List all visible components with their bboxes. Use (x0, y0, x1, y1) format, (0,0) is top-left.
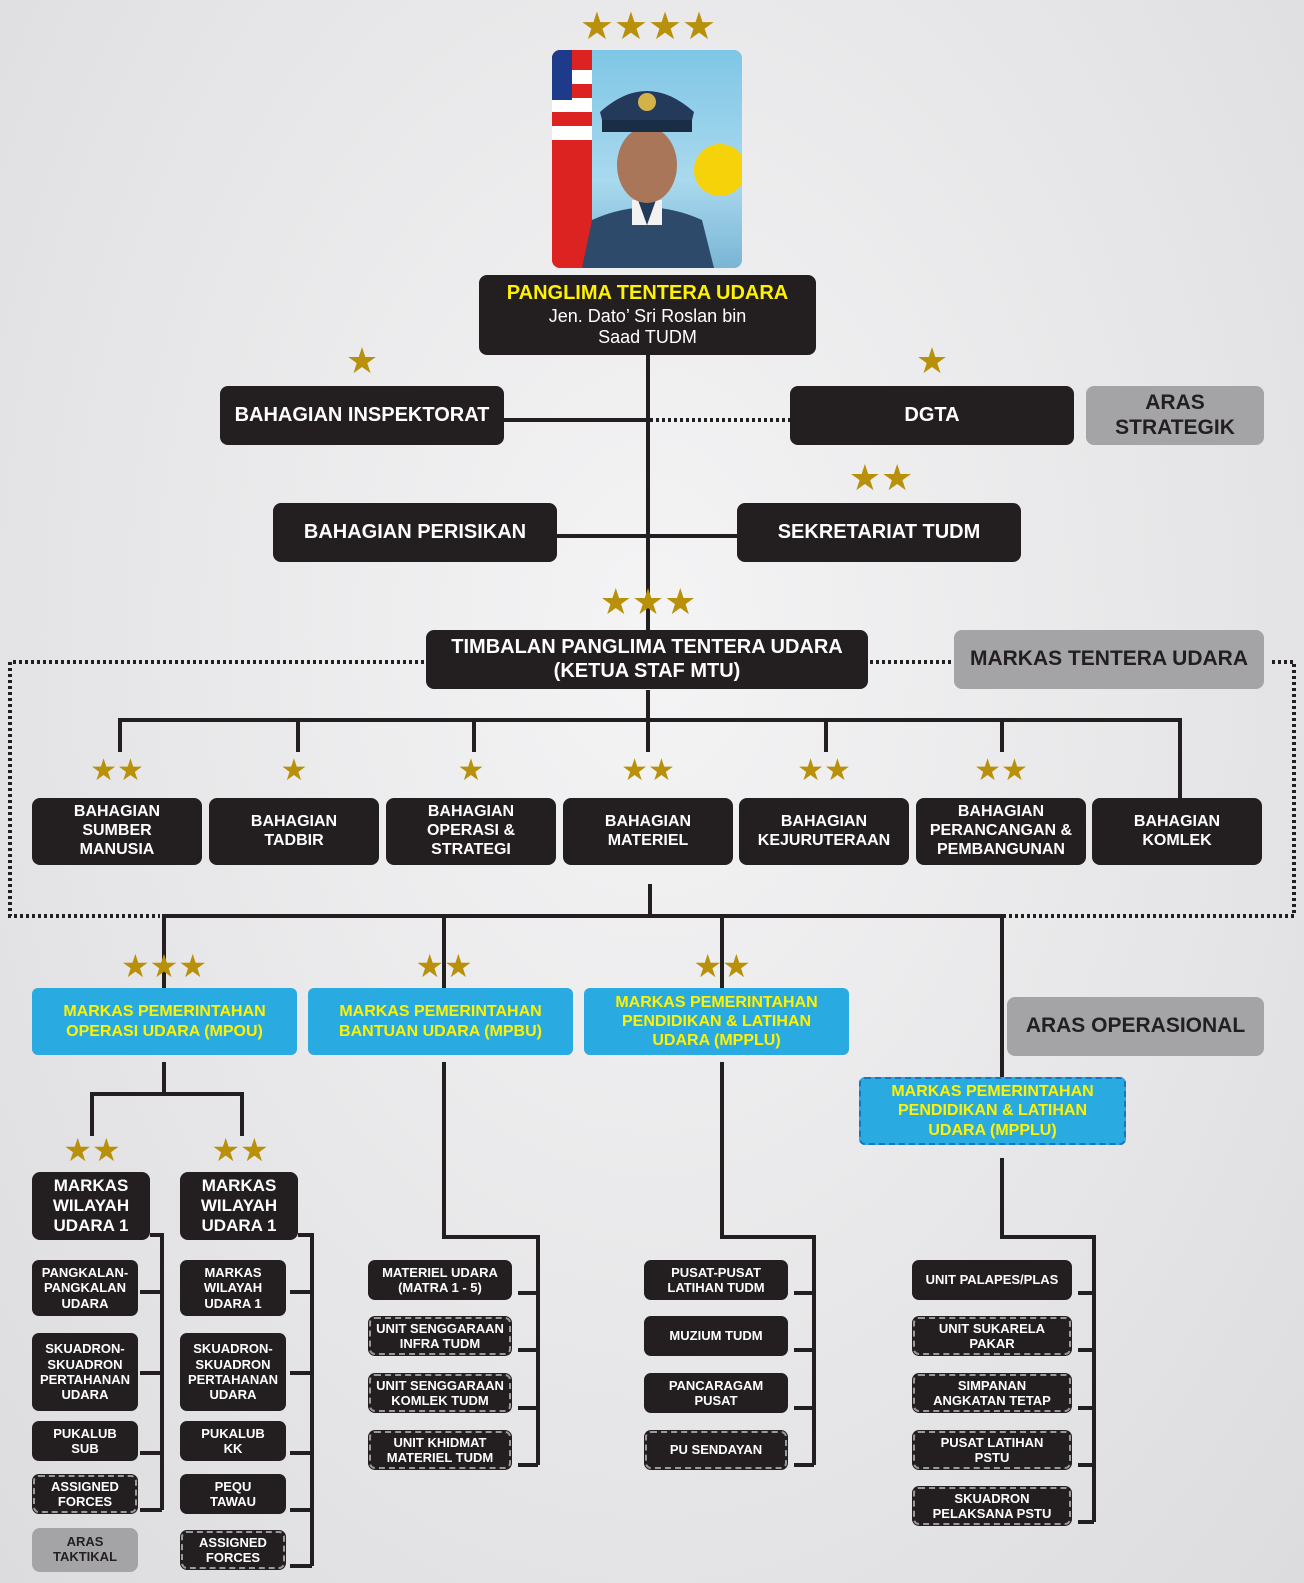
unit-box[interactable]: UNIT SENGGARAAN INFRA TUDM (368, 1316, 512, 1356)
unit-box[interactable]: PANGKALAN- PANGKALAN UDARA (32, 1260, 138, 1316)
chief-box[interactable]: PANGLIMA TENTERA UDARA Jen. Dato’ Sri Ro… (479, 275, 816, 355)
perisikan-box[interactable]: BAHAGIAN PERISIKAN (273, 503, 557, 562)
unit-box[interactable]: SKUADRON- SKUADRON PERTAHANAN UDARA (180, 1333, 286, 1411)
unit-box[interactable]: PUKALUB KK (180, 1421, 286, 1461)
region2-hq-box[interactable]: MARKAS WILAYAH UDARA 1 (180, 1172, 298, 1240)
unit-box[interactable]: PUSAT LATIHAN PSTU (912, 1430, 1072, 1470)
sekretariat-box[interactable]: SEKRETARIAT TUDM (737, 503, 1021, 562)
unit-box[interactable]: SKUADRON- SKUADRON PERTAHANAN UDARA (32, 1333, 138, 1411)
unit-box[interactable]: MUZIUM TUDM (644, 1316, 788, 1356)
commander-portrait (552, 50, 742, 268)
unit-box[interactable]: UNIT SUKARELA PAKAR (912, 1316, 1072, 1356)
unit-box[interactable]: MARKAS WILAYAH UDARA 1 (180, 1260, 286, 1316)
dgta-box[interactable]: DGTA (790, 386, 1074, 445)
unit-box[interactable]: UNIT KHIDMAT MATERIEL TUDM (368, 1430, 512, 1470)
unit-box[interactable]: PU SENDAYAN (644, 1430, 788, 1470)
operational-level-label: ARAS OPERASIONAL (1007, 997, 1264, 1056)
unit-box[interactable]: UNIT PALAPES/PLAS (912, 1260, 1072, 1300)
unit-box[interactable]: MATERIEL UDARA (MATRA 1 - 5) (368, 1260, 512, 1300)
unit-box[interactable]: SKUADRON PELAKSANA PSTU (912, 1486, 1072, 1526)
unit-box[interactable]: ASSIGNED FORCES (180, 1530, 286, 1570)
inspektorat-box[interactable]: BAHAGIAN INSPEKTORAT (220, 386, 504, 445)
unit-box[interactable]: PEQU TAWAU (180, 1474, 286, 1514)
division-box[interactable]: BAHAGIAN MATERIEL (563, 798, 733, 865)
command-box[interactable]: MARKAS PEMERINTAHAN PENDIDIKAN & LATIHAN… (859, 1077, 1126, 1145)
division-box[interactable]: BAHAGIAN KEJURUTERAAN (739, 798, 909, 865)
chief-name-line1: Jen. Dato’ Sri Roslan bin (548, 305, 747, 326)
chief-name-line2: Saad TUDM (598, 326, 697, 347)
division-box[interactable]: BAHAGIAN KOMLEK (1092, 798, 1262, 865)
strategic-level-label: ARAS STRATEGIK (1086, 386, 1264, 445)
division-stars: ★★ (90, 754, 144, 787)
region2-stars: ★★ (211, 1132, 269, 1168)
division-box[interactable]: BAHAGIAN TADBIR (209, 798, 379, 865)
unit-box[interactable]: PANCARAGAM PUSAT (644, 1373, 788, 1413)
division-box[interactable]: BAHAGIAN SUMBER MANUSIA (32, 798, 202, 865)
tactical-level-label: ARAS TAKTIKAL (32, 1528, 138, 1572)
region1-stars: ★★ (63, 1132, 121, 1168)
dgta-stars: ★ (915, 340, 949, 381)
command-stars: ★★ (693, 948, 751, 984)
division-stars: ★★ (974, 754, 1028, 787)
deputy-chief-box[interactable]: TIMBALAN PANGLIMA TENTERA UDARA (KETUA S… (426, 630, 868, 689)
division-box[interactable]: BAHAGIAN PERANCANGAN & PEMBANGUNAN (916, 798, 1086, 865)
unit-box[interactable]: UNIT SENGGARAAN KOMLEK TUDM (368, 1373, 512, 1413)
division-stars: ★★ (621, 754, 675, 787)
division-box[interactable]: BAHAGIAN OPERASI & STRATEGI (386, 798, 556, 865)
command-stars: ★★ (415, 948, 473, 984)
unit-box[interactable]: PUKALUB SUB (32, 1421, 138, 1461)
division-stars: ★ (457, 754, 485, 787)
command-box[interactable]: MARKAS PEMERINTAHAN PENDIDIKAN & LATIHAN… (584, 988, 849, 1055)
command-box[interactable]: MARKAS PEMERINTAHAN OPERASI UDARA (MPOU) (32, 988, 297, 1055)
deputy-stars: ★★★ (599, 581, 697, 622)
division-stars: ★★ (797, 754, 851, 787)
division-stars: ★ (280, 754, 308, 787)
four-star-rank: ★★★★ (579, 6, 717, 48)
unit-box[interactable]: PUSAT-PUSAT LATIHAN TUDM (644, 1260, 788, 1300)
command-stars: ★★★ (120, 948, 208, 984)
inspektorat-stars: ★ (345, 340, 379, 381)
sekretariat-stars: ★★ (848, 457, 914, 498)
unit-box[interactable]: SIMPANAN ANGKATAN TETAP (912, 1373, 1072, 1413)
unit-box[interactable]: ASSIGNED FORCES (32, 1474, 138, 1514)
chief-title: PANGLIMA TENTERA UDARA (506, 281, 789, 304)
command-box[interactable]: MARKAS PEMERINTAHAN BANTUAN UDARA (MPBU) (308, 988, 573, 1055)
region1-hq-box[interactable]: MARKAS WILAYAH UDARA 1 (32, 1172, 150, 1240)
hq-label: MARKAS TENTERA UDARA (954, 630, 1264, 689)
